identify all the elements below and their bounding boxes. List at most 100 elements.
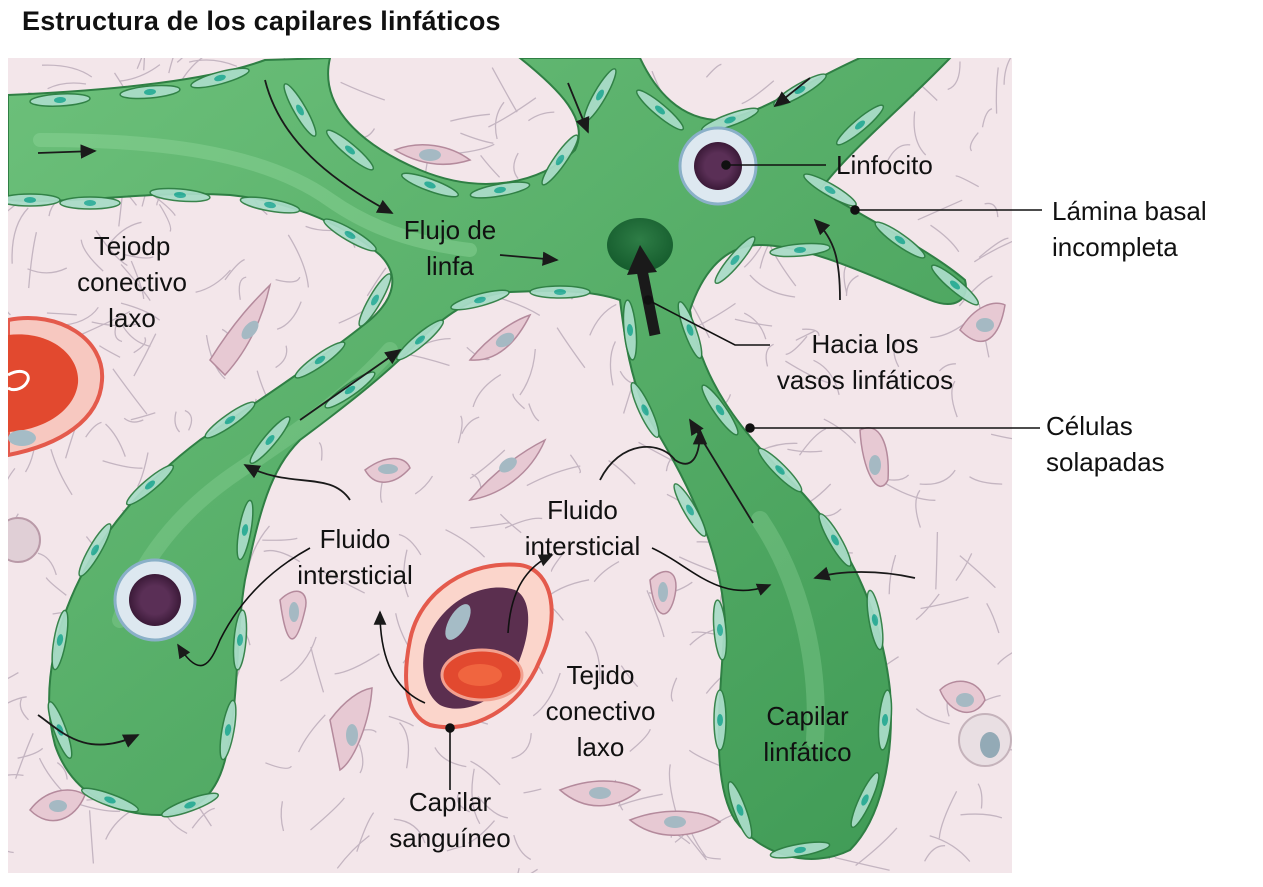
endothelial-nucleus [91,544,99,556]
tissue-fiber [530,868,538,873]
label-line: vasos linfáticos [776,365,954,395]
tissue-fiber [512,393,526,410]
tissue-fiber [888,554,897,595]
tissue-fiber [915,489,922,528]
tissue-fiber [593,561,620,583]
endothelial-nucleus [424,181,436,189]
tissue-fiber [8,773,24,777]
tissue-fiber [120,264,151,301]
endothelial-nucleus [241,524,249,536]
endothelial-nucleus [717,714,723,726]
tissue-fiber [935,531,939,590]
tissue-fiber [556,327,586,369]
tissue-fiber [526,465,581,487]
endothelial-nucleus [145,480,155,490]
tissue-fiber [102,460,143,469]
tissue-fiber [471,768,481,825]
tissue-fiber [977,783,983,809]
tissue-fiber [513,834,532,861]
endothelial-nucleus [474,296,486,304]
tissue-fiber [136,58,143,70]
label-line: laxo [108,303,156,333]
tissue-fiber [785,360,830,384]
tissue-fiber [50,449,73,496]
tissue-fiber [947,61,961,91]
endothelial-nucleus [174,191,186,199]
label-line: Flujo de [403,215,497,245]
tissue-fiber [609,341,616,386]
label-line: incompleta [1052,232,1178,262]
label-line: linfático [763,737,852,767]
tissue-fiber [924,845,946,862]
tissue-fiber [802,328,820,337]
tissue-fiber [620,665,639,688]
tissue-fiber [188,59,238,67]
tissue-fiber [785,335,808,356]
endothelial-nucleus [855,120,865,130]
label-capilar-linfatico: Capilar linfático [740,698,875,770]
tissue-fiber [80,311,131,336]
tissue-fiber [813,359,840,395]
label-line: sanguíneo [389,823,511,853]
endothelial-nucleus [224,415,236,425]
endothelial-nucleus [144,88,156,96]
label-line: Capilar [766,701,849,731]
tissue-fiber [37,552,57,576]
tissue-fiber [618,793,663,807]
tissue-fiber [765,343,774,367]
tissue-fiber [80,804,121,812]
tissue-fiber [513,152,519,180]
tissue-fiber [105,423,126,457]
endothelial-nucleus [24,197,36,203]
tissue-fiber [119,64,161,82]
label-line: Hacia los [811,329,919,359]
tissue-fiber [298,714,326,753]
tissue-fiber [670,677,678,702]
label-line: solapadas [1046,447,1165,477]
endothelial-nucleus [686,504,694,516]
endothelial-nucleus [56,634,64,646]
tissue-fiber [445,529,486,558]
endothelial-nucleus [184,801,196,809]
tissue-fiber [133,333,157,377]
endothelial-nucleus [881,714,889,726]
tissue-fiber [469,449,506,479]
tissue-fiber [176,58,184,63]
tissue-fiber [336,835,370,869]
label-tejido-conectivo-left: Tejodp conectivo laxo [62,228,202,336]
tissue-fiber [275,276,301,283]
endothelial-nucleus [794,846,806,854]
tissue-fiber [446,845,467,852]
granular-cells [8,517,1012,767]
tissue-fiber [265,762,292,769]
tissue-fiber [938,363,956,372]
tissue-fiber [112,368,148,415]
tissue-fiber [434,747,467,768]
endothelial-nucleus [716,624,724,636]
tissue-fiber [589,303,617,336]
endothelial-nucleus [626,324,634,336]
endothelial-nucleus [736,804,744,816]
tissue-fiber [262,537,298,541]
label-line: intersticial [297,560,413,590]
tissue-fiber [457,415,463,444]
tissue-fiber [224,258,245,281]
tissue-fiber [106,221,142,248]
tissue-fiber [120,302,161,321]
tissue-fiber [388,715,414,727]
tissue-fiber [310,646,325,693]
tissue-fiber [984,202,999,218]
tissue-fiber [130,412,156,421]
tissue-fiber [95,230,128,267]
endothelial-nucleus [104,796,116,804]
endothelial-nucleus [345,145,355,155]
tissue-fiber [91,321,141,327]
tissue-fiber [80,239,104,272]
tissue-fiber [608,460,636,485]
endothelial-nucleus [344,231,356,239]
tissue-fiber [130,260,145,300]
tissue-fiber [499,513,522,534]
tissue-fiber [498,297,541,316]
tissue-fiber [174,411,181,433]
tissue-fiber [8,311,11,316]
